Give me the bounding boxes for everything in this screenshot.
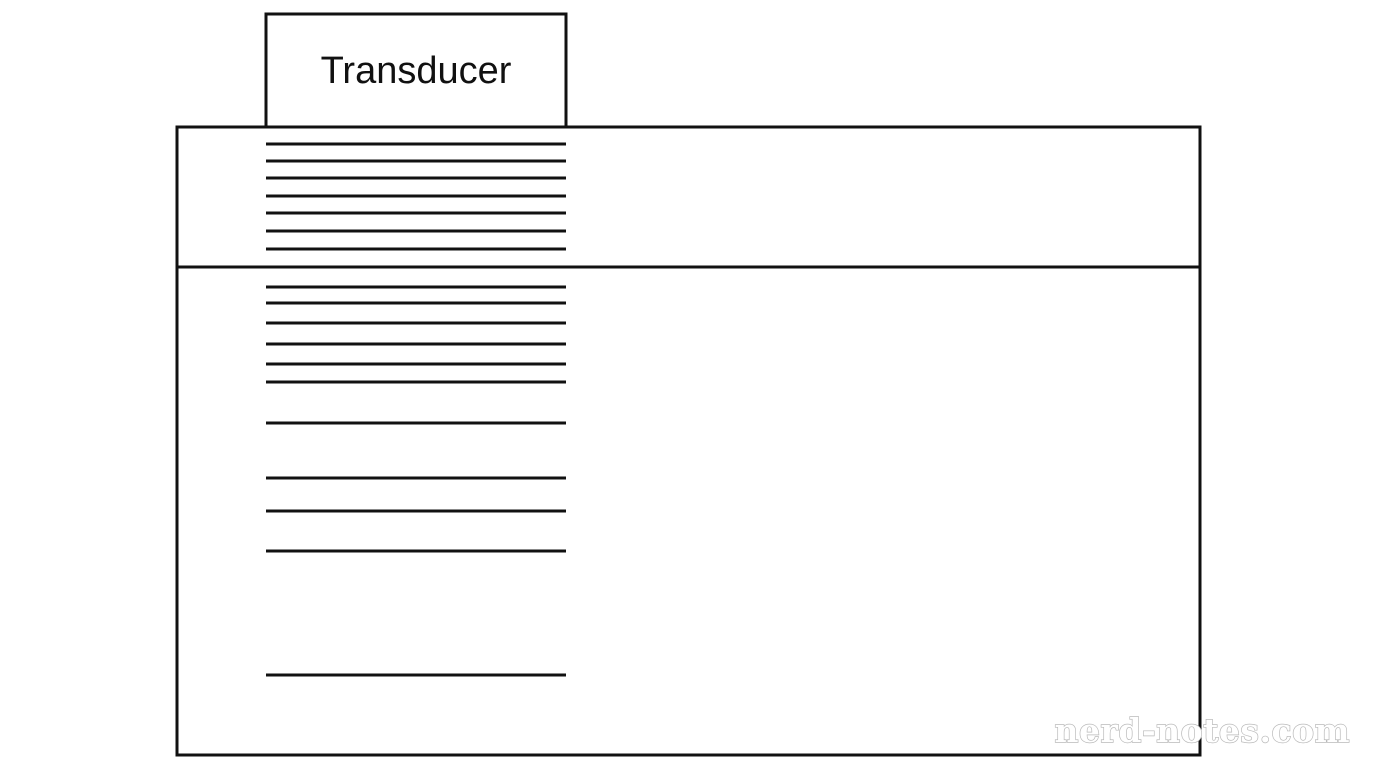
transducer: Transducer [264, 12, 568, 129]
lower-layer-wavefronts [266, 285, 566, 677]
upper-layer-wavefronts [266, 142, 566, 251]
transducer-label: Transducer [321, 50, 512, 92]
medium-outer-box [175, 125, 1202, 757]
watermark-text: nerd-notes.com [1055, 711, 1350, 750]
